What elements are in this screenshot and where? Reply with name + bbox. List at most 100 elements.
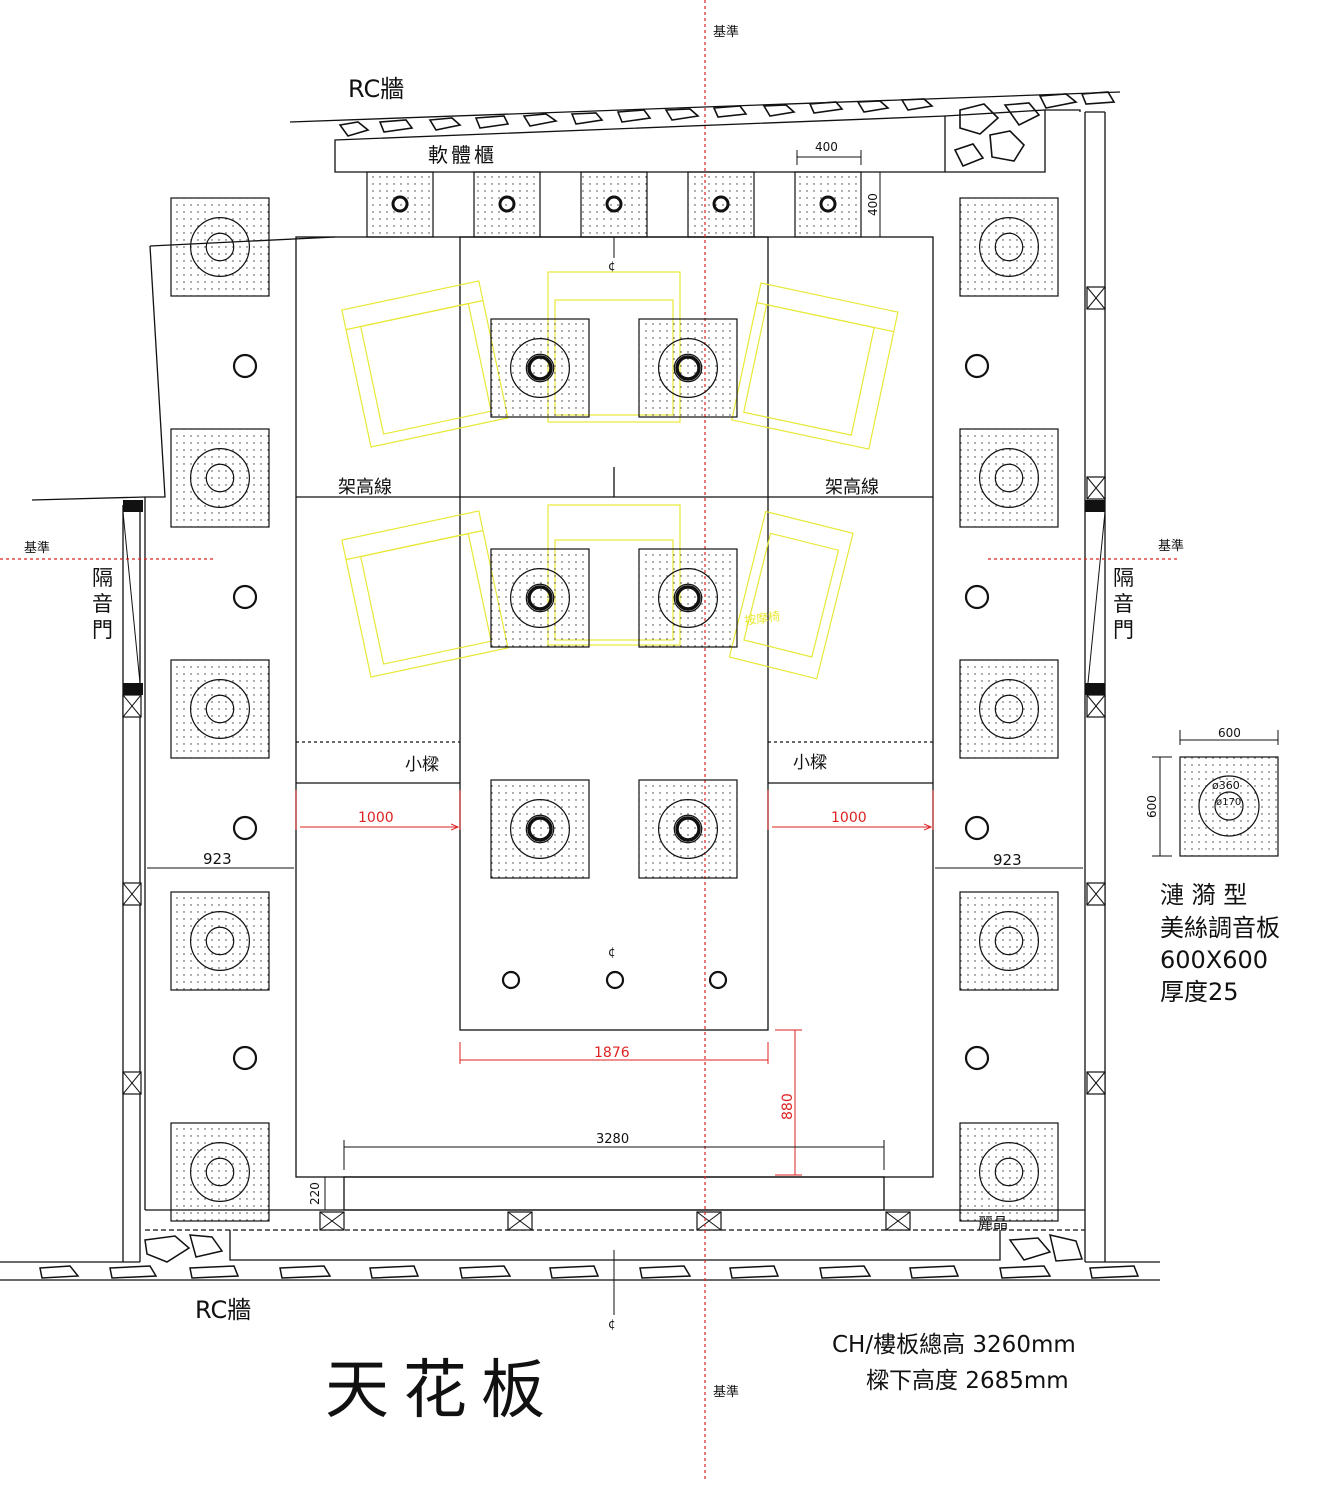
- acoustic-panel: [959, 1122, 1059, 1222]
- door-left-label: 隔 音 門: [92, 566, 113, 642]
- brace-diag: [1086, 882, 1106, 906]
- panel-outer-ring: [657, 567, 718, 628]
- acoustic-panel: [170, 1122, 270, 1222]
- panel-outer-ring: [657, 338, 718, 399]
- acoustic-panel: [490, 318, 590, 418]
- door-left-jamb: [123, 683, 143, 695]
- speaker-ring: [527, 816, 553, 842]
- acoustic-panel: [490, 779, 590, 879]
- panel-inner-ring: [994, 1157, 1024, 1187]
- dimension-lines-black: [147, 867, 1083, 1210]
- brace-box: [1086, 1071, 1106, 1095]
- rc-wall-top-label: RC牆: [348, 75, 404, 103]
- centerline-mark-top: ¢: [608, 259, 616, 273]
- dim-1000-right: 1000: [831, 810, 867, 826]
- svg-text:隔: 隔: [92, 566, 113, 590]
- panel-square: [170, 1122, 270, 1222]
- door-right-jamb: [1085, 500, 1105, 512]
- legend-line-2: 美絲調音板: [1160, 914, 1280, 942]
- brace-box: [507, 1211, 533, 1231]
- panel-square: [490, 318, 590, 418]
- panel-outer-ring: [978, 1141, 1039, 1202]
- panel-square: [638, 779, 738, 879]
- panel-inner-ring: [525, 353, 555, 383]
- panel-outer-ring: [190, 1141, 251, 1202]
- brace-box: [1086, 882, 1106, 906]
- downlight: [964, 815, 990, 841]
- legend-height: 600: [1145, 795, 1159, 818]
- speaker-ring: [675, 355, 701, 381]
- datum-bottom-label: 基準: [713, 1384, 739, 1400]
- wall-brace-markers: [122, 286, 1106, 1231]
- panel-inner-ring: [205, 463, 235, 493]
- acoustic-panel: [170, 197, 270, 297]
- speaker-ring: [675, 585, 701, 611]
- acoustic-panel: [959, 891, 1059, 991]
- door-right-swing: [1087, 511, 1106, 684]
- acoustic-panel: [959, 659, 1059, 759]
- furniture-note: 按摩椅: [743, 608, 781, 628]
- panel-inner-ring: [525, 814, 555, 844]
- centerline-mark-mid: ¢: [608, 945, 616, 959]
- svg-text:門: 門: [92, 618, 113, 642]
- legend-width: 600: [1218, 726, 1241, 740]
- cabinet-cell: [794, 171, 862, 238]
- legend-line-3: 600X600: [1160, 946, 1268, 974]
- cabinet-panel: [580, 171, 648, 238]
- brace-diag: [122, 694, 142, 718]
- legend-line-1: 漣 漪 型: [1160, 881, 1247, 909]
- speaker-ring: [675, 816, 701, 842]
- downlight: [232, 353, 258, 379]
- brace-diag: [122, 1071, 142, 1095]
- acoustic-panel: [170, 659, 270, 759]
- panel-outer-ring: [978, 910, 1039, 971]
- cabinet-panel: [473, 171, 541, 238]
- panel-inner-ring: [994, 694, 1024, 724]
- svg-text:隔: 隔: [1113, 566, 1134, 590]
- cabinet-speaker: [712, 195, 730, 213]
- svg-text:音: 音: [1113, 592, 1134, 616]
- cabinet-width-dim: 400: [815, 140, 838, 154]
- svg-text:門: 門: [1113, 618, 1134, 642]
- panel-inner-ring: [994, 463, 1024, 493]
- panel-outer-ring: [978, 678, 1039, 739]
- panel-outer-ring: [978, 448, 1039, 509]
- panel-outer-ring: [657, 798, 718, 859]
- brace-diag: [1086, 476, 1106, 500]
- beam-right-label: 小樑: [793, 753, 827, 773]
- brace-diag: [696, 1211, 722, 1231]
- panel-outer-ring: [510, 798, 571, 859]
- cabinet-speaker: [605, 195, 623, 213]
- speaker-ring: [527, 585, 553, 611]
- svg-text:音: 音: [92, 592, 113, 616]
- panel-outer-ring: [190, 448, 251, 509]
- acoustic-panel: [959, 197, 1059, 297]
- cabinet-speaker: [819, 195, 837, 213]
- acoustic-panel: [638, 779, 738, 879]
- panel-inner-ring: [994, 232, 1024, 262]
- acoustic-panel: [638, 318, 738, 418]
- bottom-rc-wall: [39, 1233, 1140, 1279]
- panel-inner-ring: [673, 583, 703, 613]
- acoustic-panels: [170, 197, 1059, 1222]
- brace-box: [319, 1211, 345, 1231]
- drawing-title: 天花板: [325, 1354, 559, 1428]
- panel-inner-ring: [205, 1157, 235, 1187]
- panel-inner-ring: [205, 926, 235, 956]
- brace-diag: [1086, 286, 1106, 310]
- downlight: [964, 353, 990, 379]
- legend-inner-dia: ø170: [1216, 797, 1241, 808]
- brace-diag: [1086, 694, 1106, 718]
- crystal-label: 麗晶: [978, 1214, 1008, 1232]
- acoustic-panel: [490, 548, 590, 648]
- brace-box: [1086, 476, 1106, 500]
- panel-outer-ring: [510, 567, 571, 628]
- panel-inner-ring: [525, 583, 555, 613]
- seating-furniture: [341, 271, 899, 680]
- cabinet-cell: [580, 171, 648, 238]
- brace-diag: [319, 1211, 345, 1231]
- top-rc-wall: [289, 91, 1121, 173]
- panel-inner-ring: [205, 232, 235, 262]
- panel-outer-ring: [510, 338, 571, 399]
